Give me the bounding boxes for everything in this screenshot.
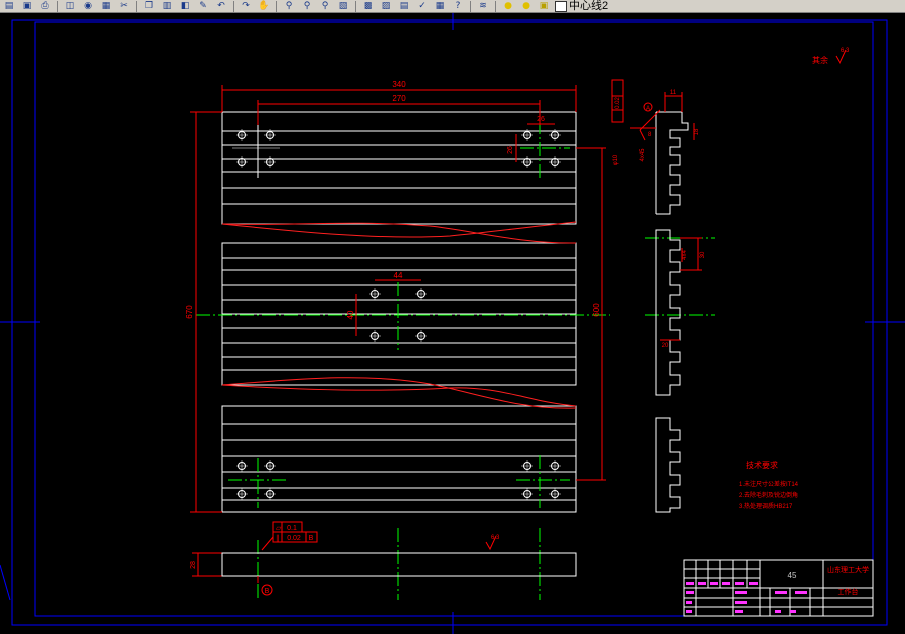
side-view — [655, 111, 689, 513]
zoom-realtime-icon[interactable]: ⚲ — [285, 0, 293, 11]
dim-side-20: 20 — [662, 343, 669, 349]
dim-hole-span: 270 — [392, 94, 406, 103]
layer-manager-icon[interactable]: ≋ — [479, 0, 487, 11]
datum-b-bubble — [261, 584, 273, 596]
break-lines — [221, 221, 577, 409]
dim-side-43: 4x45 — [640, 148, 646, 162]
dim-overall-width: 340 — [392, 80, 406, 89]
folder-open-icon[interactable]: ▤ — [4, 0, 14, 11]
roughness-symbol-icon — [835, 49, 847, 65]
tech-title: 技术要求 — [746, 460, 778, 470]
light-bulb-icon[interactable]: ● — [504, 0, 512, 11]
corner-mark — [0, 564, 11, 601]
dim-hole-pitch-top-v: 26 — [507, 146, 514, 154]
dim-overall-height: 670 — [185, 305, 194, 319]
datum-a-bubble — [643, 102, 653, 112]
sheet-set-icon[interactable]: ▤ — [399, 0, 409, 11]
dim-hole-pitch-top: 26 — [537, 116, 545, 123]
dim-side-4x4: 4x4 — [682, 250, 688, 260]
title-block — [683, 559, 874, 617]
toolbar-separator — [57, 0, 58, 12]
drawing-border-outer — [11, 19, 888, 626]
hole-group — [236, 129, 561, 500]
copy-icon[interactable]: ❐ — [144, 0, 154, 11]
gtol-side-value: 0.02 — [615, 97, 621, 109]
bottom-view — [221, 552, 577, 577]
dim-side-30: 30 — [700, 251, 706, 258]
side-view-dims — [630, 92, 702, 341]
markup-icon[interactable]: ✓ — [418, 0, 426, 11]
lock-icon[interactable]: ▣ — [539, 0, 549, 11]
gtol-parallel-value: 0.02 — [287, 535, 301, 542]
title-material: 45 — [788, 571, 797, 580]
gtol-flatness-value: 0.1 — [287, 525, 297, 532]
tool-palette-icon[interactable]: ▨ — [381, 0, 391, 11]
bottom-block-outline — [221, 405, 577, 513]
undo-icon[interactable]: ↶ — [217, 0, 225, 11]
standard-toolbar: ▤ ▣ ⎙ ◫ ◉ ▦ ✂ ❐ ▥ ◧ ✎ ↶ ↷ ✋ ⚲ ⚲ ⚲ ▧ ▩ ▨ ▤ ✓ ▦? ≋ ● ● ▣ 中心线2 — [0, 0, 905, 13]
roughness-bottom-value: 6.3 — [491, 535, 500, 541]
dim-side-18: 18 — [694, 128, 700, 135]
datum-a-label: A — [646, 106, 650, 112]
roughness-note: 其余 — [812, 55, 828, 65]
zoom-window-icon[interactable]: ⚲ — [303, 0, 311, 11]
dim-thickness: 28 — [190, 561, 197, 569]
print-icon[interactable]: ⎙ — [41, 0, 49, 11]
datum-b-label: B — [265, 588, 270, 595]
dim-hole-span-v: 600 — [592, 303, 601, 317]
flatness-icon: ⏥ — [276, 525, 282, 532]
front-view — [221, 111, 577, 513]
roughness-bottom-icon — [485, 535, 497, 551]
gtol-datum-ref: B — [309, 535, 314, 542]
redo-icon[interactable]: ↷ — [242, 0, 250, 11]
toolbar-separator — [233, 0, 234, 12]
help-icon[interactable]: ? — [455, 0, 461, 11]
dim-center-hole-y: 40 — [346, 310, 355, 319]
parallelism-icon: ∥ — [276, 534, 280, 542]
title-part-name: 工作台 — [838, 587, 859, 596]
dim-side-phi: φ10 — [613, 154, 619, 165]
tech-note-2: 2.去除毛刺及锐边倒角 — [739, 491, 798, 499]
toolbar-separator — [136, 0, 137, 12]
toolbar-separator — [470, 0, 471, 12]
roughness-value: 6.3 — [841, 48, 850, 54]
paste-icon[interactable]: ▥ — [162, 0, 172, 11]
toolbar-separator — [495, 0, 496, 12]
match-properties-icon[interactable]: ◧ — [180, 0, 190, 11]
layer-color-swatch[interactable] — [555, 0, 567, 12]
publish-icon[interactable]: ◉ — [84, 0, 92, 11]
sun-icon[interactable]: ● — [522, 0, 530, 11]
title-block-magenta-cells — [686, 582, 807, 613]
title-company: 山东理工大学 — [827, 565, 869, 574]
properties-icon[interactable]: ▧ — [338, 0, 348, 11]
top-block-outline — [221, 111, 577, 225]
center-lines — [196, 120, 715, 600]
toolbar-separator — [276, 0, 277, 12]
tech-note-1: 1.未注尺寸公差按IT14 — [739, 480, 799, 488]
dim-center-hole-x: 44 — [394, 271, 403, 280]
cut-icon[interactable]: ✂ — [120, 0, 128, 11]
gtol-frame-bottom — [261, 521, 318, 551]
calculator-icon[interactable]: ▦ — [435, 0, 445, 11]
drawing-border-inner — [34, 21, 874, 617]
cad-drawing-canvas[interactable]: 340 270 26 26 44 40 670 600 28 其余 6.3 11… — [0, 13, 905, 634]
pan-icon[interactable]: ✋ — [258, 0, 270, 11]
dim-side-11: 11 — [670, 90, 677, 96]
design-center-icon[interactable]: ▩ — [363, 0, 373, 11]
save-icon[interactable]: ▣ — [22, 0, 32, 11]
zoom-previous-icon[interactable]: ⚲ — [321, 0, 329, 11]
dim-side-8: 8 — [648, 132, 652, 138]
toolbar-separator — [355, 0, 356, 12]
gtol-frame-side — [611, 79, 624, 123]
dimension-lines — [190, 85, 606, 577]
brush-icon[interactable]: ✎ — [199, 0, 207, 11]
plot-icon[interactable]: ▦ — [101, 0, 111, 11]
layer-dropdown[interactable]: 中心线2 — [569, 0, 609, 12]
tech-note-3: 3.热处理调质HB217 — [739, 502, 793, 510]
preview-icon[interactable]: ◫ — [65, 0, 75, 11]
